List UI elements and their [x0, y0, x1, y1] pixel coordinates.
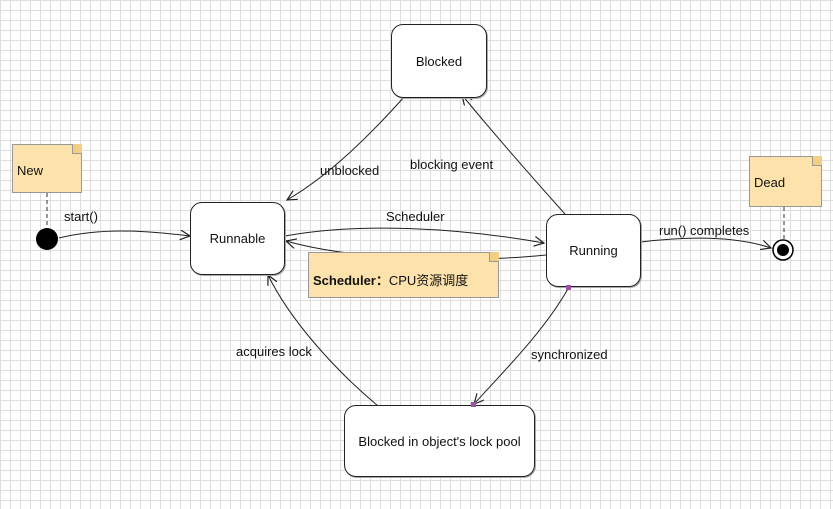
initial-node	[36, 228, 58, 250]
note-scheduler-fold	[489, 252, 499, 262]
note-scheduler-desc: CPU资源调度	[388, 273, 469, 288]
state-lock-pool[interactable]: Blocked in object's lock pool	[344, 405, 535, 477]
label-run-completes: run() completes	[659, 223, 750, 238]
state-running-label: Running	[569, 243, 618, 258]
note-new-fold	[72, 144, 82, 154]
connector-handle-top[interactable]	[566, 285, 571, 290]
note-scheduler-text: Scheduler：CPU资源调度	[313, 270, 468, 289]
transition-unblocked	[287, 95, 406, 200]
transition-scheduler	[284, 227, 544, 243]
label-synchronized: synchronized	[531, 347, 608, 362]
connector-handle-bottom[interactable]	[471, 402, 476, 407]
transition-synchronized	[474, 286, 570, 404]
state-runnable[interactable]: Runnable	[190, 202, 285, 275]
note-new: New	[12, 144, 82, 193]
transition-start	[58, 231, 190, 238]
state-running[interactable]: Running	[546, 214, 641, 287]
note-scheduler: Scheduler：CPU资源调度	[308, 252, 499, 298]
note-scheduler-title: Scheduler：	[313, 273, 389, 288]
note-new-label: New	[17, 163, 44, 178]
label-start: start()	[64, 209, 98, 224]
transition-acquires-lock	[268, 275, 379, 407]
state-blocked-label: Blocked	[415, 53, 463, 69]
label-scheduler: Scheduler	[386, 209, 445, 224]
note-dead-fold	[812, 156, 822, 166]
state-blocked[interactable]: Blocked	[391, 24, 487, 98]
state-runnable-label: Runnable	[209, 231, 266, 246]
label-unblocked: unblocked	[320, 163, 380, 178]
note-dead: Dead	[749, 156, 822, 207]
transition-blocking-event	[462, 95, 566, 215]
transition-run-completes	[640, 237, 771, 248]
state-lock-pool-label: Blocked in object's lock pool	[358, 433, 521, 449]
final-node-core	[777, 244, 789, 256]
label-acquires-lock: acquires lock	[236, 344, 312, 359]
label-blocking-event: blocking event	[410, 157, 494, 172]
note-dead-label: Dead	[754, 175, 786, 190]
